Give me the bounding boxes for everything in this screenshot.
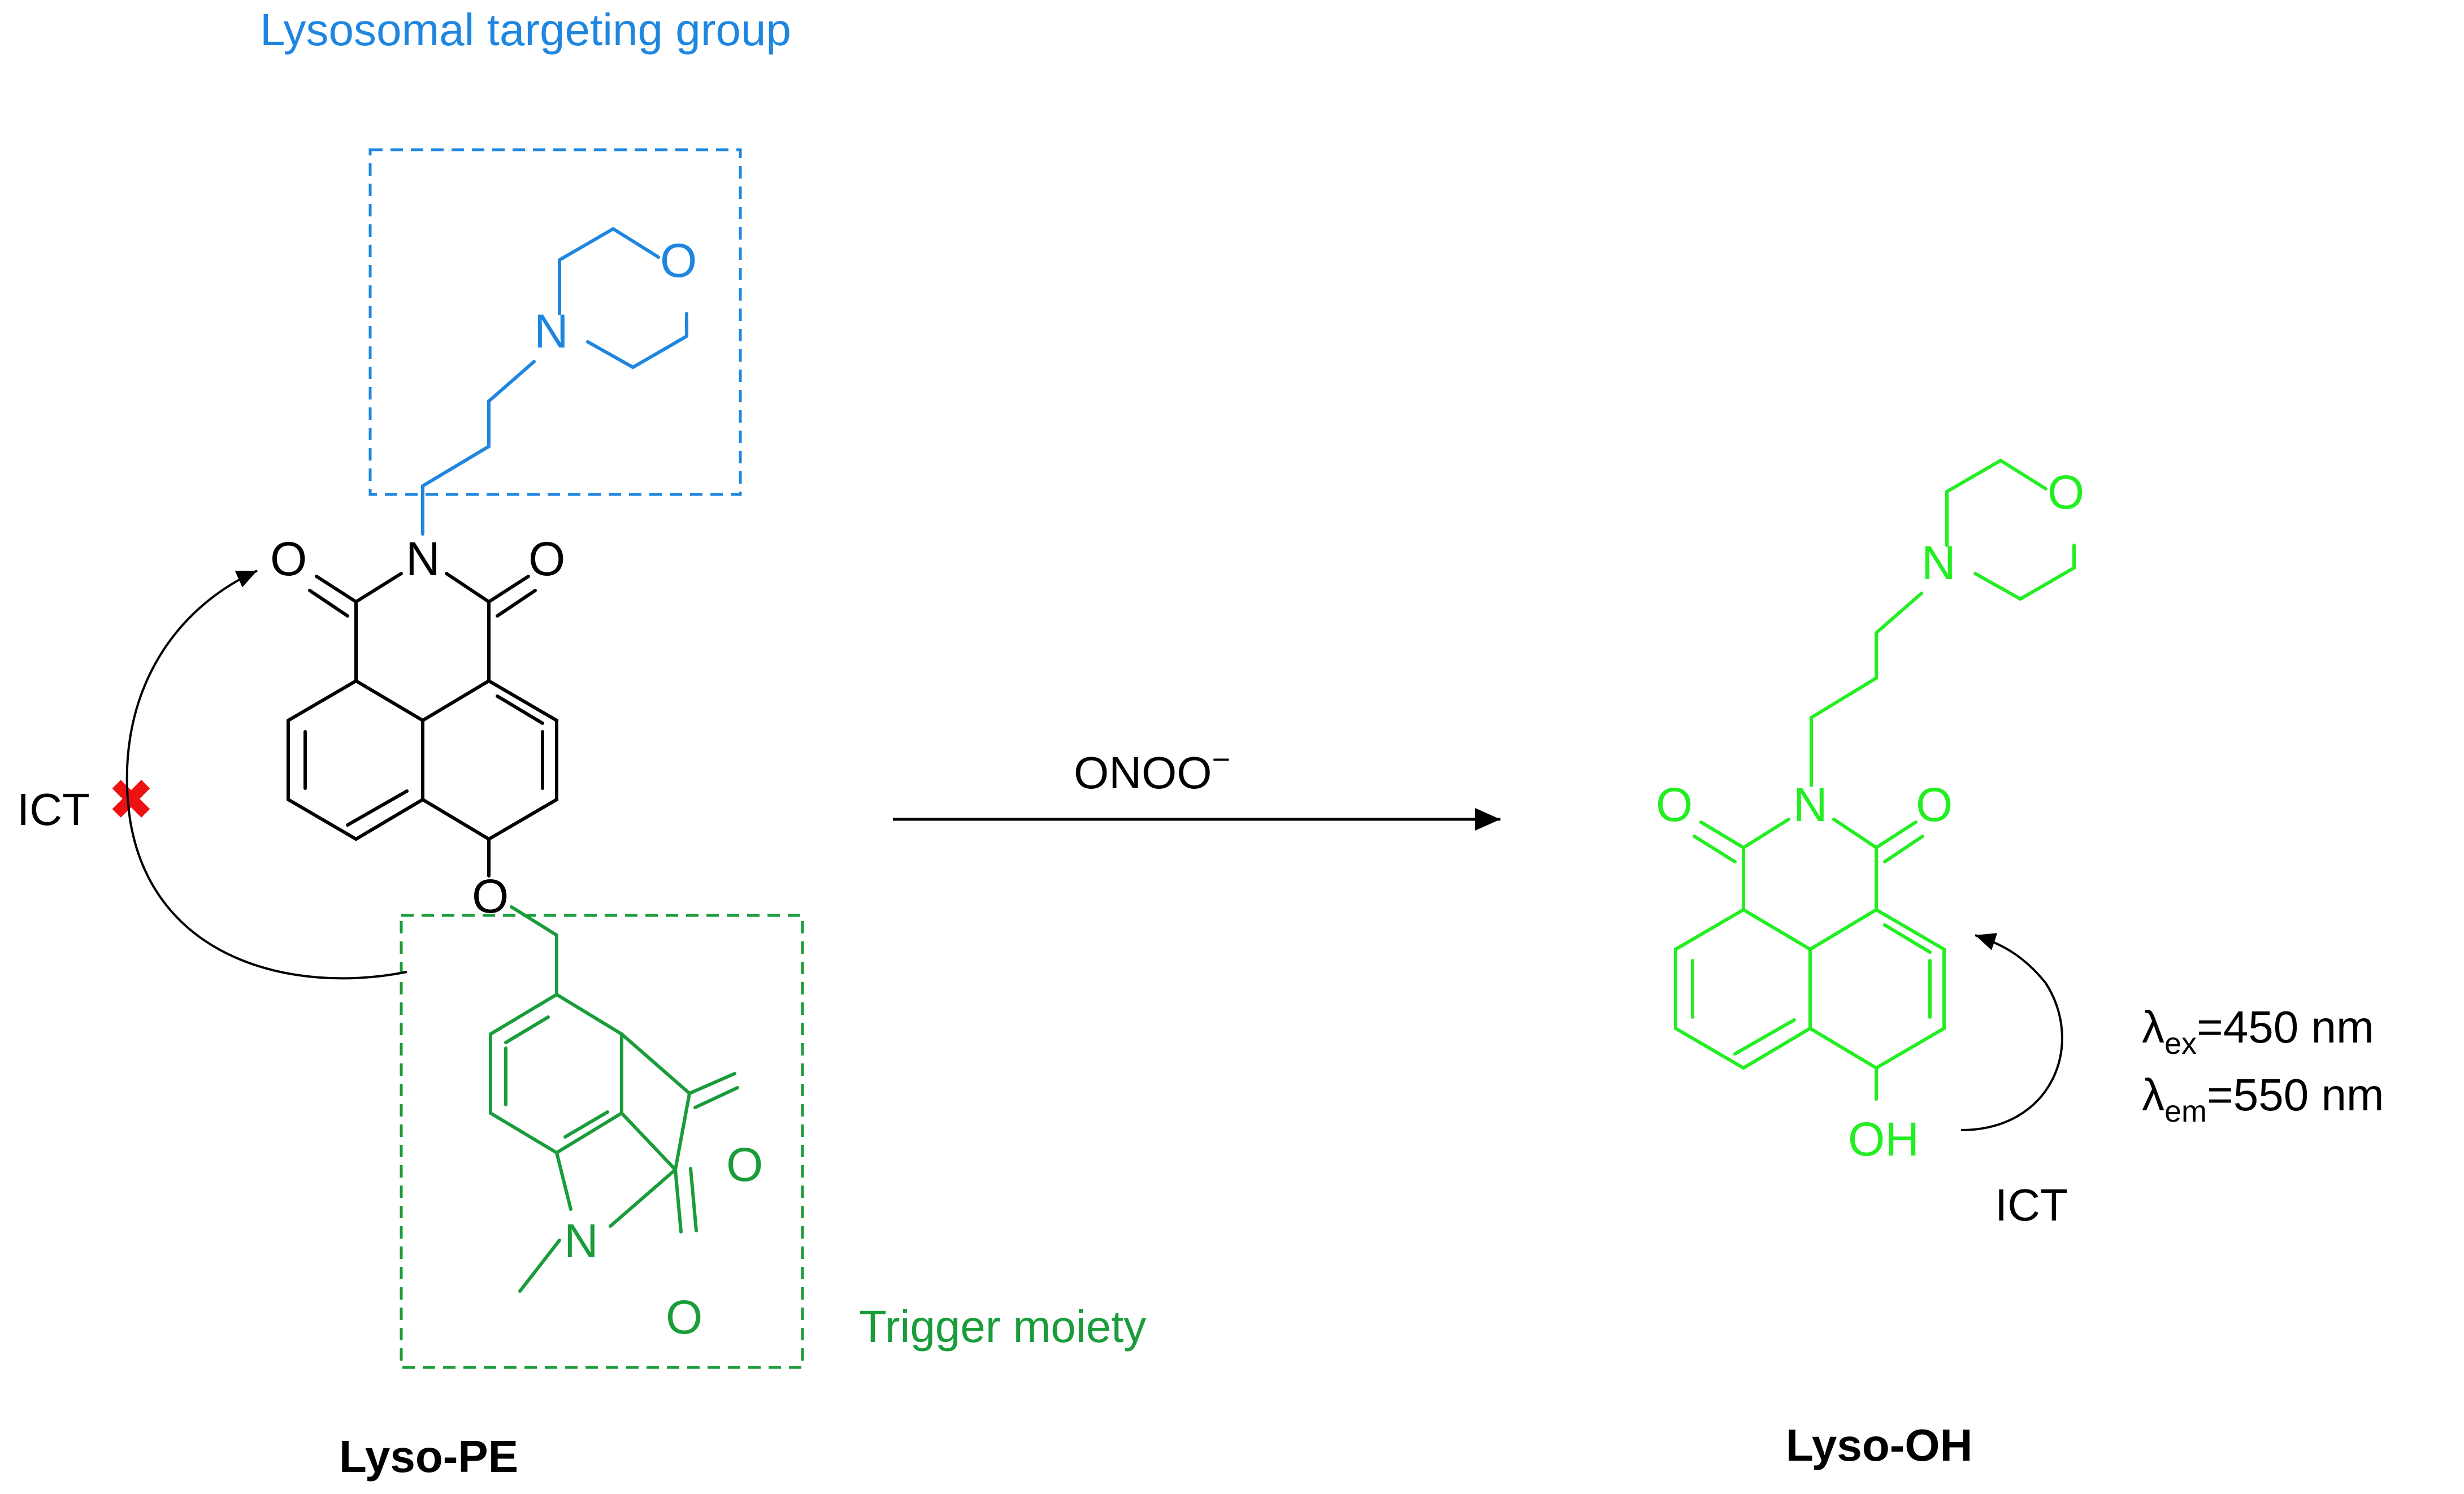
targeting-group-box (368, 148, 742, 496)
reagent-label: ONOO− (1074, 741, 1230, 798)
trigger-moiety-label: Trigger moiety (859, 1301, 1146, 1352)
imide-nitrogen-left: N (406, 532, 440, 585)
morpholine-propyl-left (421, 227, 688, 536)
carbonyl-oxygen-right-2: O (1916, 778, 1953, 831)
excitation-wavelength: λex=450 nm (2142, 1002, 2374, 1061)
imide-nitrogen-right: N (1793, 778, 1828, 831)
morpholine-nitrogen-right: N (1921, 536, 1956, 589)
ict-label-right: ICT (1995, 1180, 2068, 1230)
morpholine-oxygen-left: O (660, 234, 697, 287)
morpholine-propyl-right (1810, 458, 2076, 787)
ether-oxygen: O (472, 870, 509, 923)
naphthalimide-core-left (287, 572, 558, 878)
morpholine-oxygen-right: O (2047, 466, 2084, 519)
ict-arrow-left (125, 570, 407, 980)
emission-wavelength: λem=550 nm (2142, 1070, 2384, 1128)
carbonyl-oxygen-left-2: O (528, 532, 565, 585)
isatin-oxygen-2: O (666, 1291, 702, 1344)
hydroxyl-group: OH (1848, 1113, 1919, 1166)
compound-name-left: Lyso-PE (339, 1431, 518, 1482)
targeting-group-label: Lysosomal targeting group (260, 5, 791, 55)
isatin-nitrogen: N (564, 1214, 598, 1267)
compound-name-right: Lyso-OH (1786, 1420, 1972, 1470)
isatin-trigger-moiety (489, 905, 739, 1293)
ict-label-left: ICT (17, 784, 90, 835)
isatin-oxygen-1: O (726, 1138, 763, 1191)
ict-arrow-right (1960, 933, 2063, 1131)
morpholine-nitrogen-left: N (534, 305, 569, 358)
carbonyl-oxygen-left-1: O (270, 532, 307, 585)
naphthalimide-core-right (1674, 818, 1946, 1101)
carbonyl-oxygen-right-1: O (1656, 778, 1693, 831)
